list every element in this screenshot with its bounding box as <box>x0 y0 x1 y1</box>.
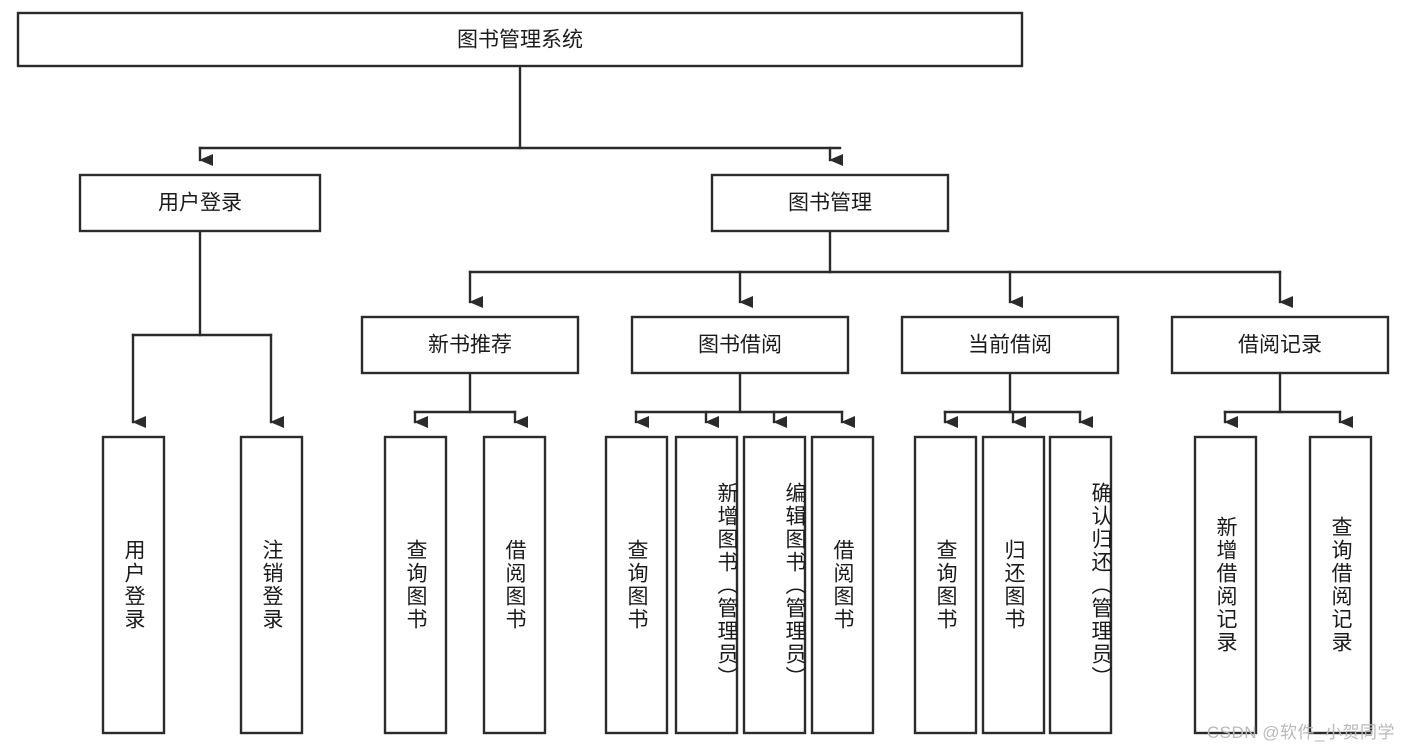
node-leaf-query-book-borrow-box[interactable] <box>604 435 669 735</box>
node-leaf-user-login-box[interactable] <box>101 435 166 735</box>
node-book-borrow-box[interactable] <box>630 315 850 375</box>
node-root[interactable]: 图书管理系统 <box>16 11 1024 68</box>
node-book-manage-label: 图书管理 <box>788 192 872 215</box>
node-root-label: 图书管理系统 <box>457 29 583 52</box>
node-leaf-query-book-rec-box[interactable] <box>383 435 448 735</box>
node-current-borrow-box[interactable] <box>900 315 1120 375</box>
edge-group-new-book-recommend-to-leaves <box>413 371 528 428</box>
node-borrow-record[interactable]: 借阅记录 <box>1170 315 1390 375</box>
node-leaf-return-book-box[interactable] <box>981 435 1046 735</box>
node-current-borrow-label: 当前借阅 <box>968 334 1052 357</box>
node-leaf-confirm-return-box[interactable] <box>1048 435 1113 735</box>
watermark-text: CSDN @软件_小贺同学 <box>1206 723 1395 742</box>
edge-group-current-borrow-to-leaves <box>943 371 1093 428</box>
node-user-login-box[interactable] <box>78 173 322 233</box>
leaf-box-group <box>101 435 1373 735</box>
edge-group-user-login-to-leaves <box>131 229 284 428</box>
node-leaf-user-logout-box[interactable] <box>239 435 304 735</box>
edge-group-borrow-record-to-leaves <box>1223 371 1353 428</box>
node-user-login-label: 用户登录 <box>158 192 242 215</box>
edge-group-root-to-level2 <box>198 64 843 166</box>
node-leaf-borrow-book-box[interactable] <box>810 435 875 735</box>
node-leaf-query-book-cur-box[interactable] <box>913 435 978 735</box>
node-new-book-recommend-label: 新书推荐 <box>428 334 512 357</box>
node-book-manage-box[interactable] <box>710 173 950 233</box>
node-leaf-edit-book-box[interactable] <box>742 435 807 735</box>
edge-group-book-manage-to-level3 <box>468 229 1293 308</box>
node-borrow-record-box[interactable] <box>1170 315 1390 375</box>
node-leaf-borrow-book-rec-box[interactable] <box>482 435 547 735</box>
node-user-login[interactable]: 用户登录 <box>78 173 322 233</box>
node-book-borrow-label: 图书借阅 <box>698 334 782 357</box>
node-new-book-recommend-box[interactable] <box>360 315 580 375</box>
node-leaf-add-record-box[interactable] <box>1193 435 1258 735</box>
node-root-box[interactable] <box>16 11 1024 68</box>
edge-group-book-borrow-to-leaves <box>634 371 855 428</box>
node-leaf-add-book-box[interactable] <box>674 435 739 735</box>
node-book-manage[interactable]: 图书管理 <box>710 173 950 233</box>
node-new-book-recommend[interactable]: 新书推荐 <box>360 315 580 375</box>
node-book-borrow[interactable]: 图书借阅 <box>630 315 850 375</box>
node-current-borrow[interactable]: 当前借阅 <box>900 315 1120 375</box>
node-borrow-record-label: 借阅记录 <box>1238 334 1322 357</box>
node-leaf-query-record-box[interactable] <box>1308 435 1373 735</box>
